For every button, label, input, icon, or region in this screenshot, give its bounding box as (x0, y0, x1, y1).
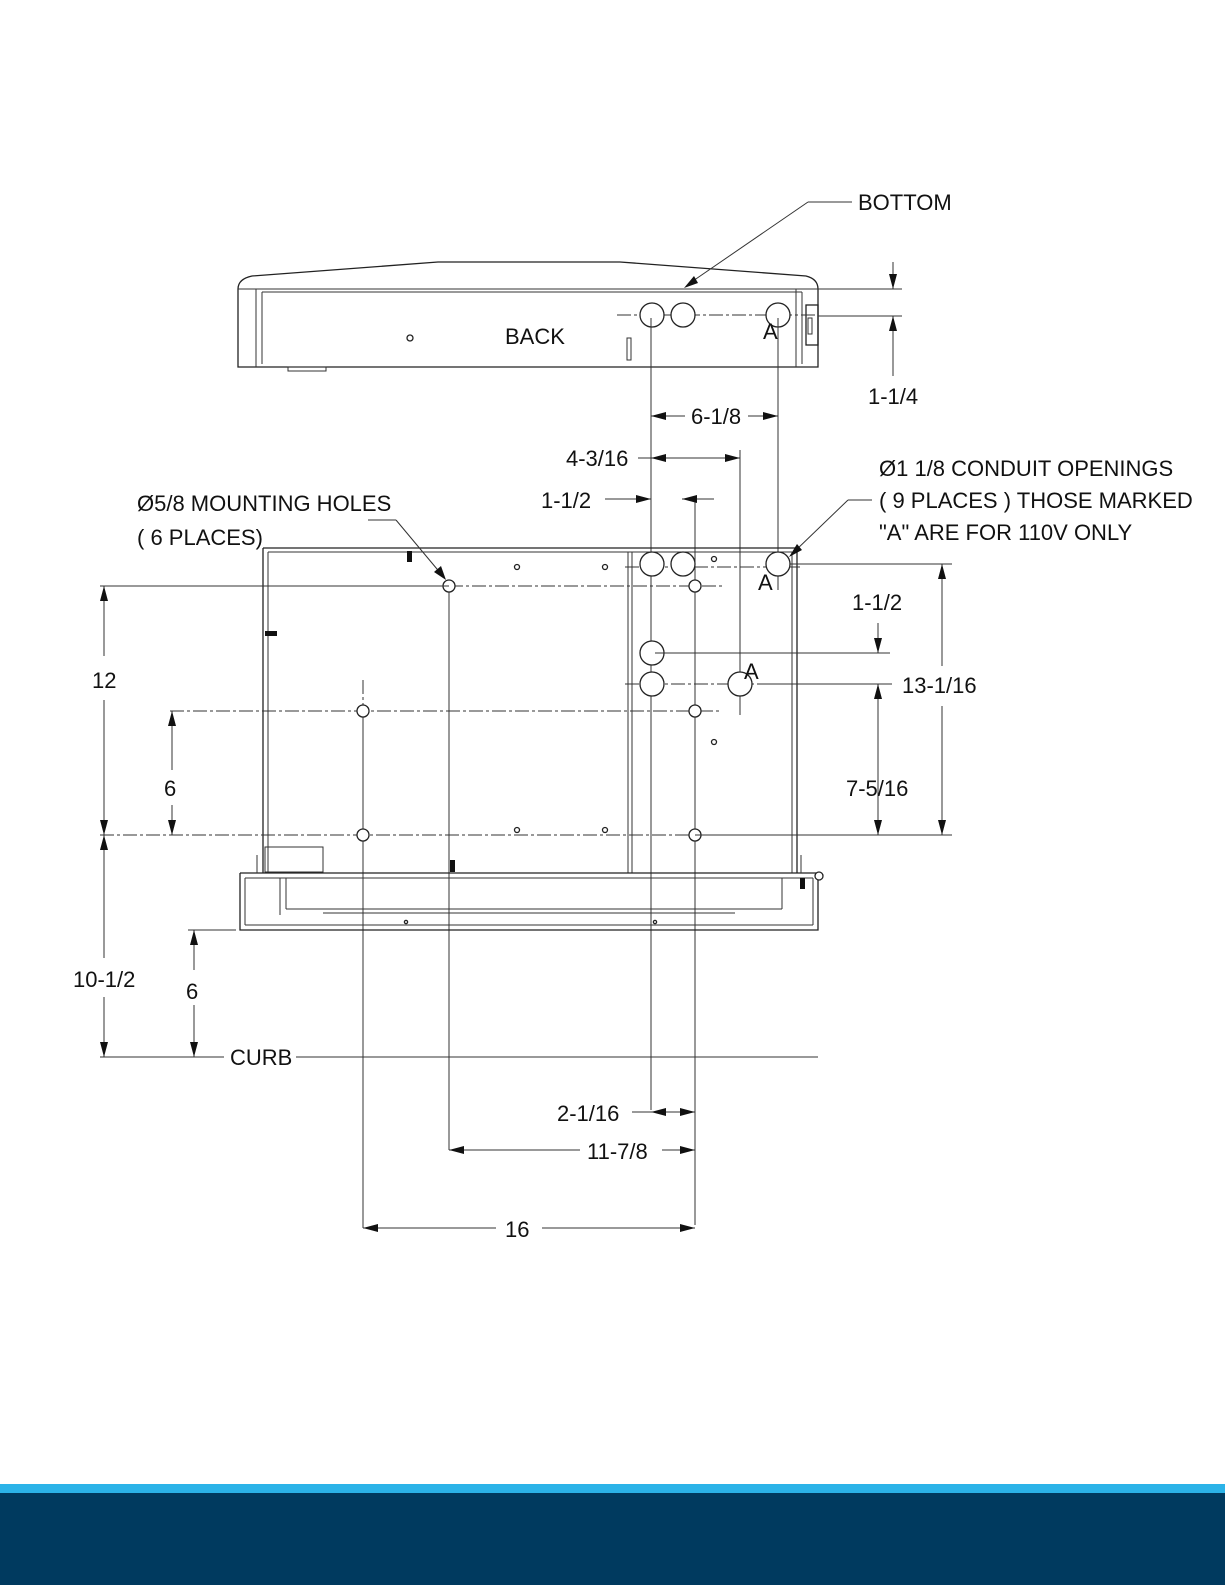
mounting-holes-places: ( 6 PLACES) (137, 525, 263, 550)
mounting-hole (357, 705, 369, 717)
back-view: A BACK (238, 262, 902, 371)
dimension-1-1-2-top-label: 1-1/2 (541, 488, 591, 513)
conduit-opening (671, 552, 695, 576)
plan-a-label-1: A (758, 570, 773, 595)
dimension-6-curb: 6 (186, 930, 236, 1057)
dimension-2-1-16-label: 2-1/16 (557, 1101, 619, 1126)
dimension-11-7-8-label: 11-7/8 (587, 1139, 648, 1164)
back-label: BACK (505, 324, 565, 349)
dimension-6-1-8-label: 6-1/8 (691, 404, 741, 429)
footer-accent-stripe (0, 1484, 1225, 1493)
dimension-6-left: 6 (164, 711, 176, 835)
bottom-label: BOTTOM (858, 190, 952, 215)
footer-band (0, 1493, 1225, 1585)
dimension-10-1-2: 10-1/2 (73, 835, 135, 1057)
dimension-7-5-16-label: 7-5/16 (846, 776, 908, 801)
dimension-1-1-2-top: 1-1/2 (541, 488, 714, 513)
dimension-2-1-16: 2-1/16 (557, 1101, 695, 1126)
dimension-6-left-label: 6 (164, 776, 176, 801)
technical-drawing: A BACK BOTTOM 1-1/4 (0, 0, 1225, 1480)
dimension-10-1-2-label: 10-1/2 (73, 967, 135, 992)
plan-a-label-2: A (744, 659, 759, 684)
dimension-1-1-2-right-label: 1-1/2 (852, 590, 902, 615)
mounting-hole (689, 705, 701, 717)
dimension-12-label: 12 (92, 668, 116, 693)
conduit-openings-callout: Ø1 1/8 CONDUIT OPENINGS ( 9 PLACES ) THO… (789, 456, 1193, 557)
dimension-1-1-4-label: 1-1/4 (868, 384, 918, 409)
mounting-holes-callout: Ø5/8 MOUNTING HOLES ( 6 PLACES) (137, 491, 446, 580)
dimension-1-1-4: 1-1/4 (868, 262, 918, 409)
dimension-4-3-16-label: 4-3/16 (566, 446, 628, 471)
dimension-16-label: 16 (505, 1217, 529, 1242)
conduit-opening (640, 672, 664, 696)
mounting-hole (357, 829, 369, 841)
bottom-callout: BOTTOM (684, 190, 952, 288)
curb-line: CURB (100, 1045, 818, 1070)
dimension-6-curb-label: 6 (186, 979, 198, 1004)
dimension-4-3-16: 4-3/16 (566, 446, 740, 471)
dimension-7-5-16: 7-5/16 (846, 684, 908, 835)
conduit-openings-places: ( 9 PLACES ) THOSE MARKED (879, 488, 1193, 513)
dimension-13-1-16-label: 13-1/16 (902, 673, 977, 698)
plan-view: A A (100, 548, 823, 930)
dimension-16: 16 (363, 1217, 695, 1242)
dimension-11-7-8: 11-7/8 (449, 1139, 695, 1164)
dimension-13-1-16: 13-1/16 (695, 564, 977, 835)
conduit-openings-label: Ø1 1/8 CONDUIT OPENINGS (879, 456, 1173, 481)
dimension-6-1-8: 6-1/8 (651, 404, 778, 429)
curb-label: CURB (230, 1045, 292, 1070)
conduit-opening (640, 552, 664, 576)
mounting-holes-label: Ø5/8 MOUNTING HOLES (137, 491, 391, 516)
conduit-openings-note: "A" ARE FOR 110V ONLY (879, 520, 1133, 545)
back-view-a-label: A (763, 319, 778, 344)
mounting-hole (689, 580, 701, 592)
